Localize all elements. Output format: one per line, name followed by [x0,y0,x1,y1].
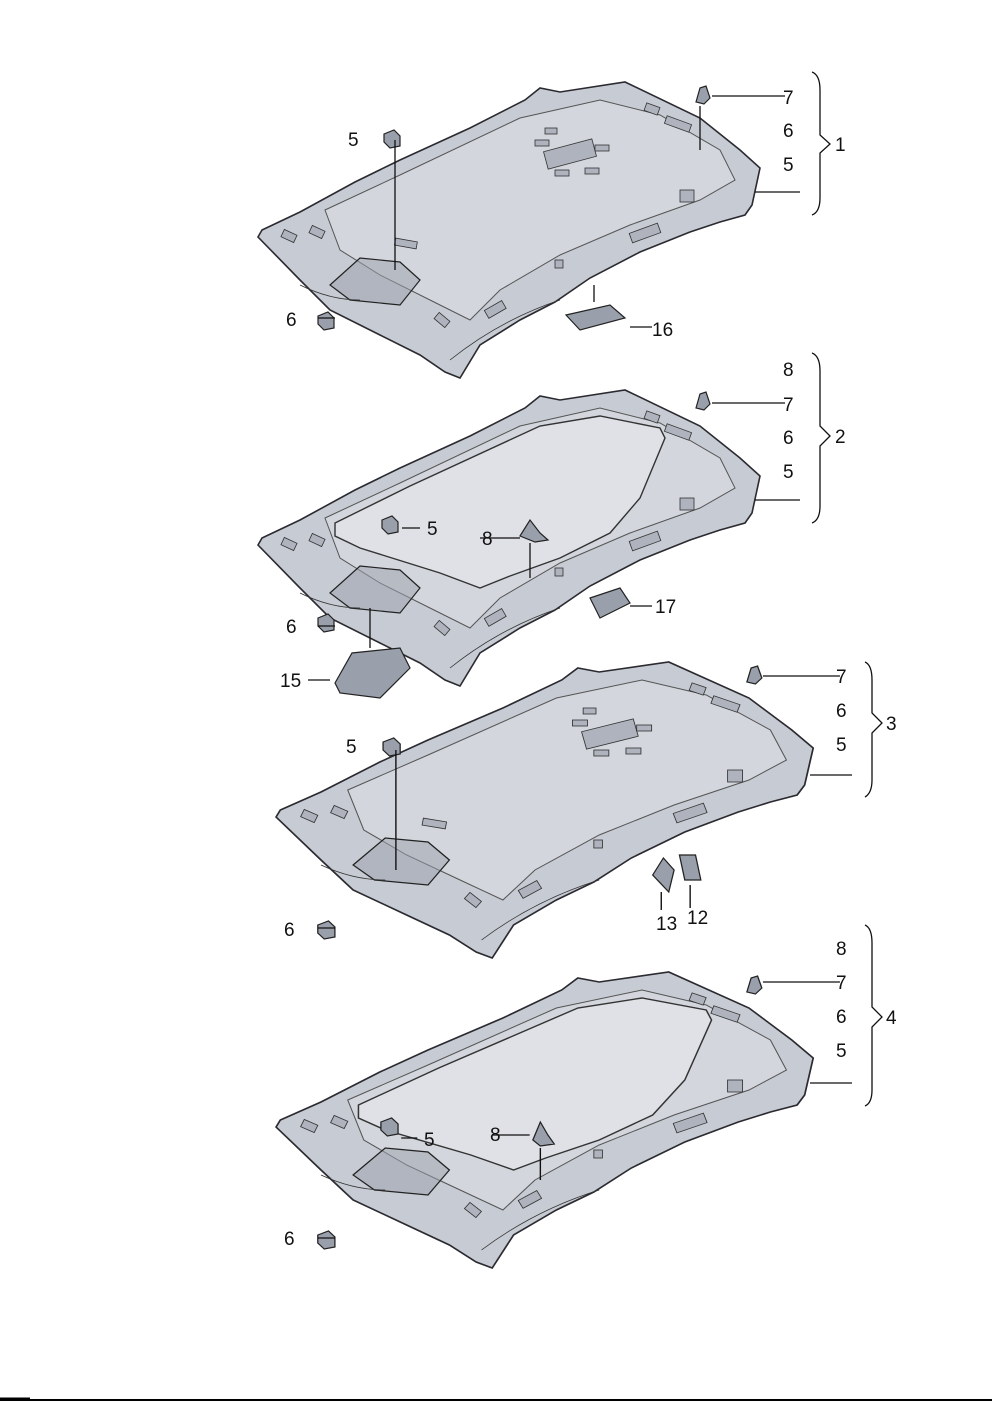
callout-7: 7 [836,973,847,994]
callout-8: 8 [482,529,493,550]
callout-6: 6 [284,920,295,941]
callout-6: 6 [286,617,297,638]
callout-8: 8 [490,1125,501,1146]
callout-16: 16 [652,320,673,341]
assembly-number-3: 3 [886,714,897,735]
callout-6: 6 [284,1229,295,1250]
callout-6: 6 [836,701,847,722]
clip-7-icon [695,85,711,105]
callout-15: 15 [280,671,301,692]
headliner-assembly-1 [257,71,831,379]
callout-5: 5 [783,462,794,483]
callout-13: 13 [656,914,677,935]
callout-8: 8 [783,360,794,381]
callout-6: 6 [286,310,297,331]
callout-7: 7 [783,395,794,416]
callout-7: 7 [783,88,794,109]
bracket-3 [810,661,883,798]
callout-5: 5 [836,1041,847,1062]
callout-5: 5 [427,519,438,540]
callout-12: 12 [687,908,708,929]
headliner-assembly-4 [275,971,840,1269]
callout-5: 5 [836,735,847,756]
callout-6: 6 [783,428,794,449]
assembly-number-2: 2 [835,427,846,448]
callout-6: 6 [783,121,794,142]
clip-5-icon [383,129,401,149]
callout-6: 6 [836,1007,847,1028]
callout-17: 17 [655,597,676,618]
callout-7: 7 [836,667,847,688]
callout-5: 5 [424,1130,435,1151]
clip-6-icon [317,311,335,331]
callout-8: 8 [836,939,847,960]
headliner-assembly-2 [257,352,831,699]
callout-5: 5 [346,737,357,758]
callout-5: 5 [348,130,359,151]
part-16-icon [564,304,627,331]
callout-5: 5 [783,155,794,176]
assembly-number-1: 1 [835,135,846,156]
assembly-number-4: 4 [886,1008,897,1029]
bracket-4 [810,924,883,1107]
headliner-assembly-3 [275,661,840,959]
